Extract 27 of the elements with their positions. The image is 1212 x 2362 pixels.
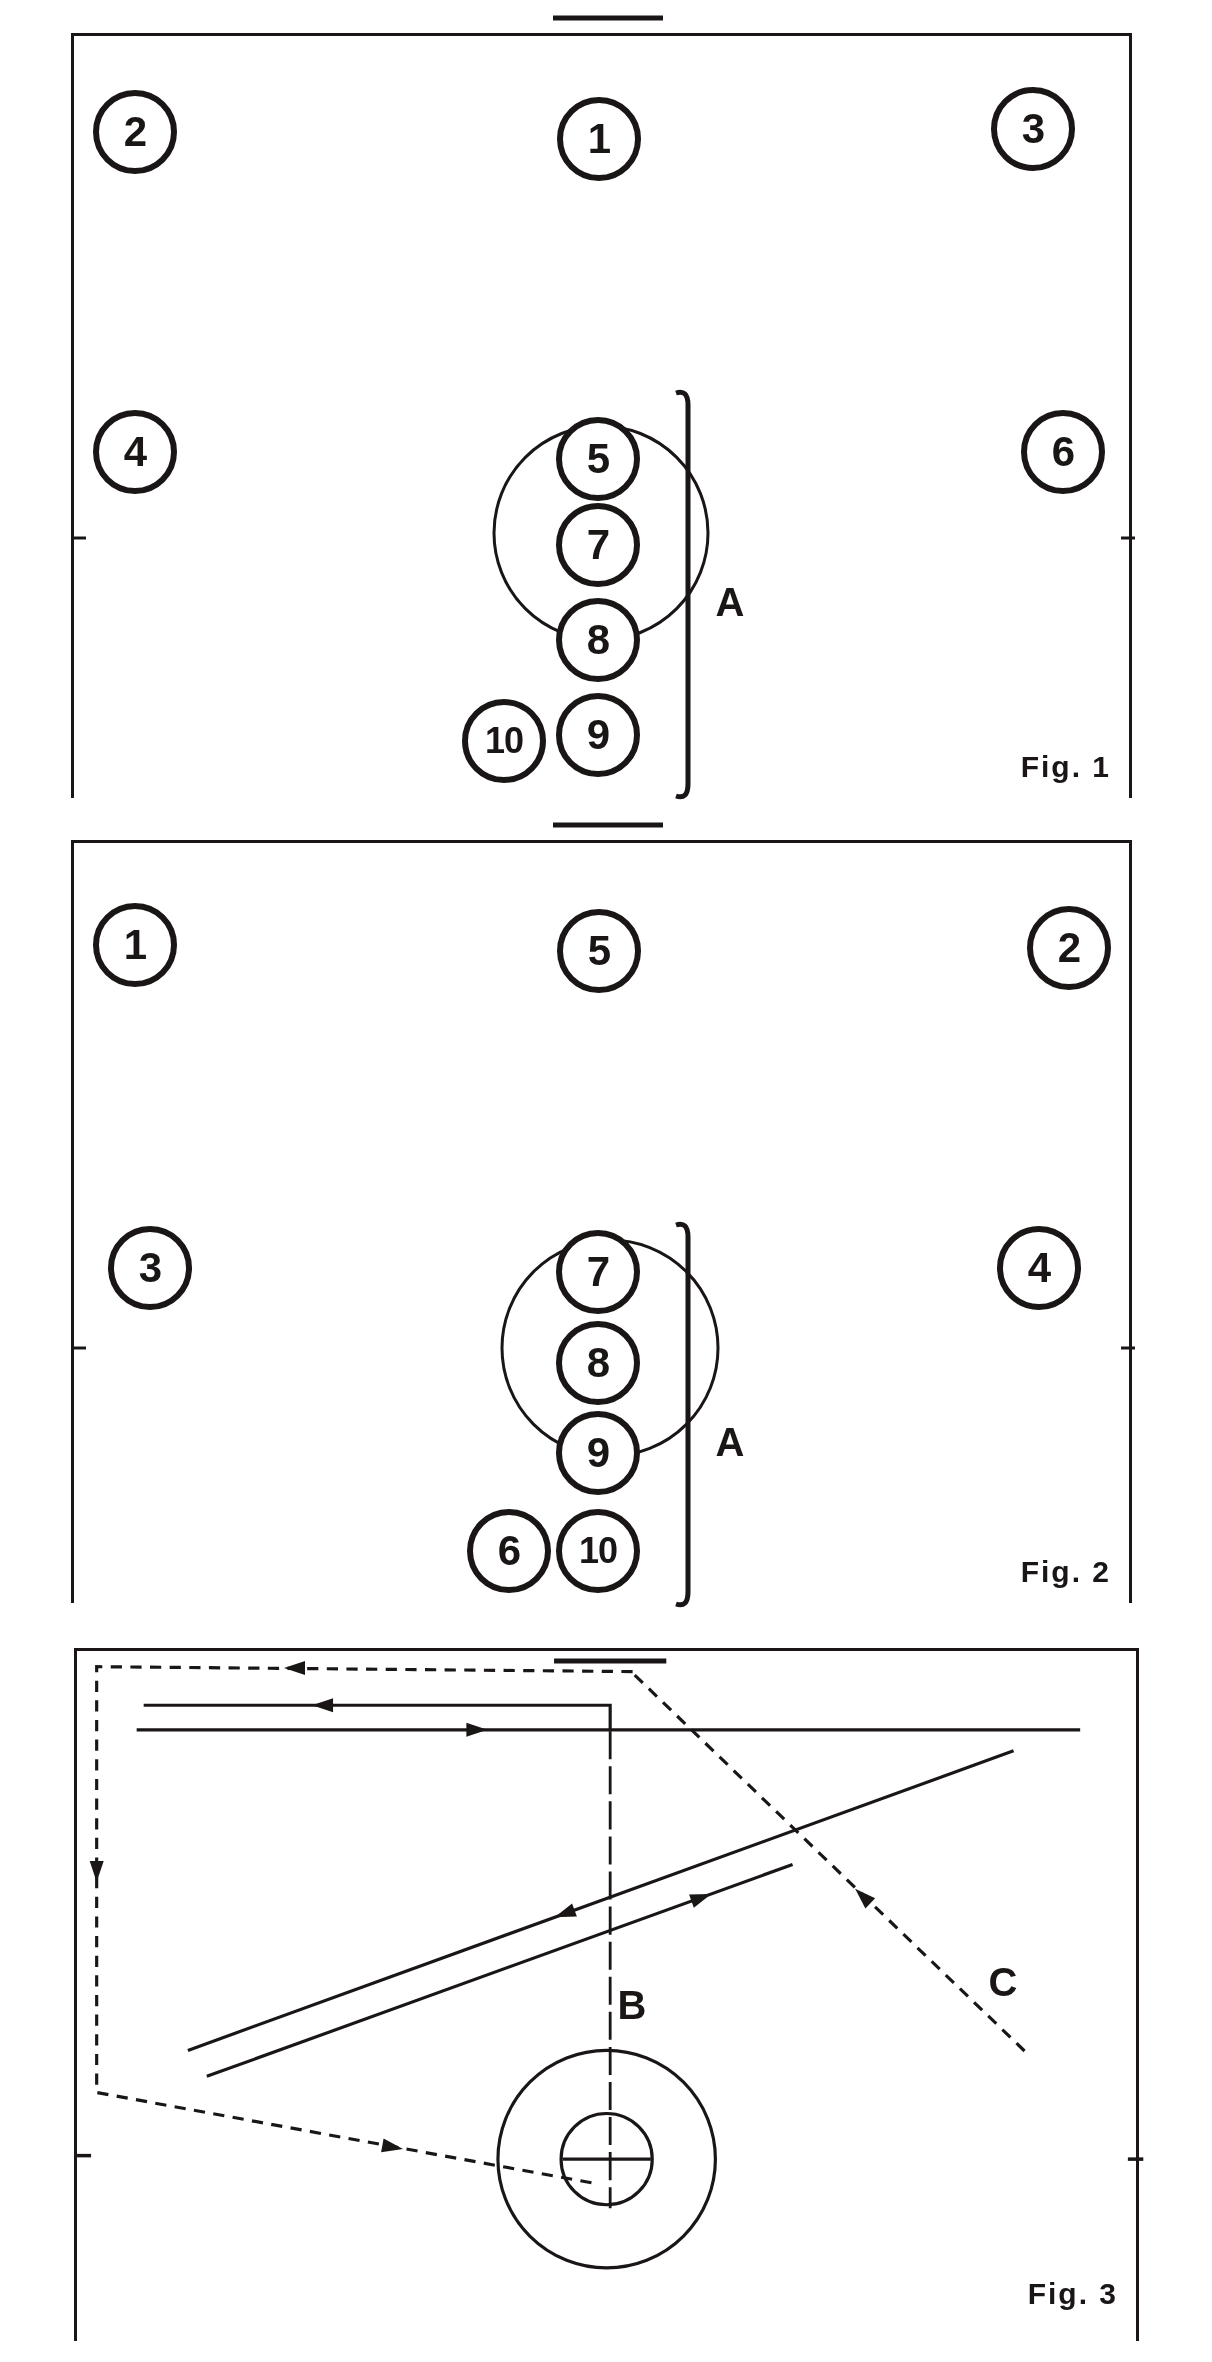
position-number: 2 [123,108,147,156]
zone-letter: A [715,579,745,625]
position-number: 7 [586,1248,610,1296]
zone-letter: A [715,1419,745,1465]
position-number: 5 [587,927,611,975]
position-number: 1 [123,921,147,969]
position-number: 6 [497,1527,521,1575]
position-number: 8 [586,616,610,664]
position-number: 7 [586,521,610,569]
position-number: 4 [1027,1244,1051,1292]
position-number: 10 [578,1530,617,1572]
zone-letter: C [988,1959,1018,2005]
position-number: 4 [123,428,147,476]
position-number: 9 [586,711,610,759]
zone-letter: B [617,1982,647,2028]
position-number: 9 [586,1429,610,1477]
position-number: 2 [1057,924,1081,972]
position-number: 8 [586,1339,610,1387]
position-number: 3 [1021,105,1045,153]
position-number: 5 [586,435,610,483]
figure-caption: Fig. 1 [1020,750,1111,784]
figure-caption: Fig. 2 [1020,1555,1111,1589]
figure-caption: Fig. 3 [1027,2277,1118,2311]
position-number: 3 [138,1244,162,1292]
position-number: 1 [587,115,611,163]
position-number: 10 [484,720,523,762]
position-number: 6 [1051,428,1075,476]
